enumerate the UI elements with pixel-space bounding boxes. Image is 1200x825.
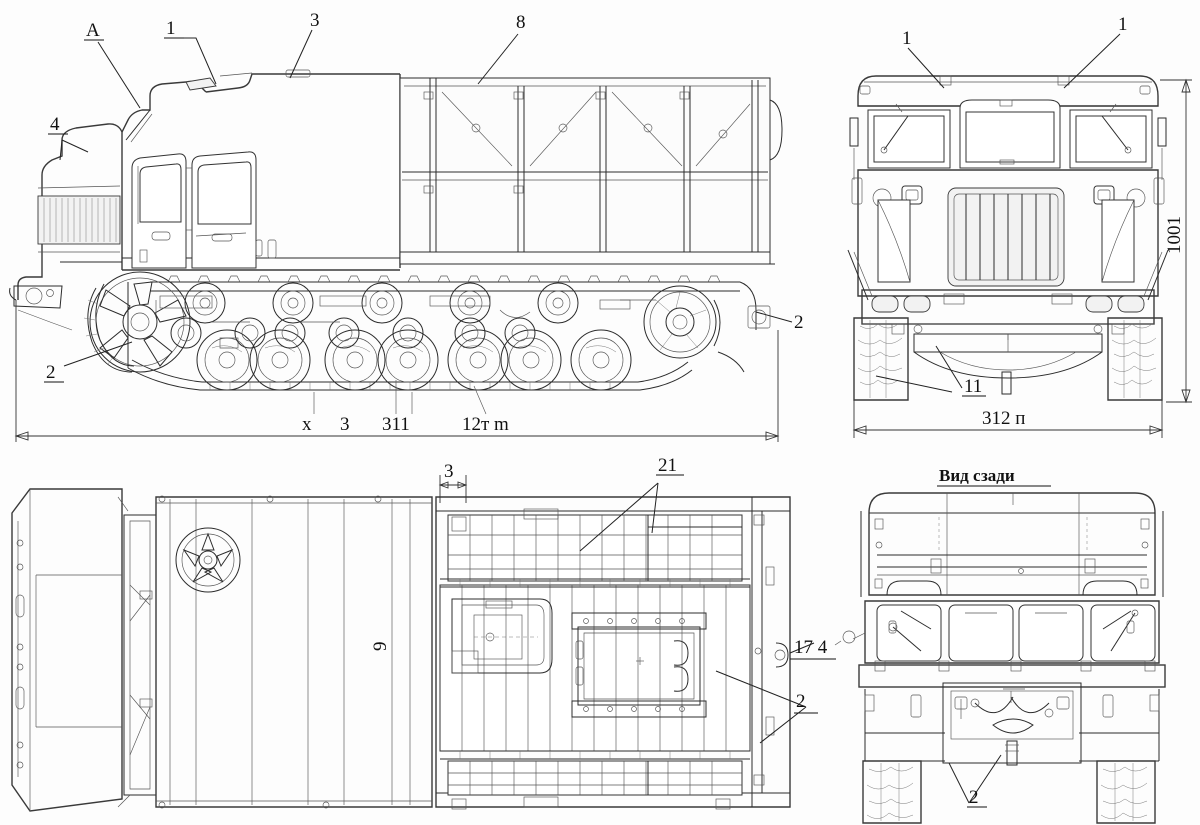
callout-label-3: 3 — [310, 10, 320, 31]
front-height-dim: 1001 — [1164, 216, 1185, 254]
front-bumper — [861, 289, 1155, 335]
view-plan: 3 21 9 17 4 2 — [0, 455, 836, 825]
callout-label-1: 1 — [166, 18, 176, 39]
plan-bench-lower — [447, 760, 743, 810]
front-face-panel — [849, 117, 1167, 297]
callout-label-2-left: 2 — [46, 362, 56, 383]
steering-wheel-icon — [175, 527, 241, 593]
rear-tires — [862, 760, 1156, 824]
front-tires — [847, 249, 1169, 401]
rear-bumper — [858, 660, 1166, 762]
rear-view-title: Вид сзади — [937, 466, 1051, 487]
rear-tailgate — [864, 600, 1160, 664]
plan-callout-17: 17 4 — [794, 637, 828, 658]
lower-label-3: 12т m — [462, 414, 509, 435]
front-underside — [913, 333, 1103, 395]
side-callouts: A 1 3 8 4 2 2 — [44, 10, 804, 415]
rear-upper-body — [860, 492, 1164, 597]
rear-side-hook — [834, 630, 866, 646]
side-lower-labels: х 3 311 12т m — [302, 414, 509, 435]
lower-label-0: х — [302, 414, 312, 435]
view-side-elevation: A 1 3 8 4 2 2 х 3 311 12т m — [0, 0, 810, 455]
plan-callout-3: 3 — [444, 461, 454, 482]
plan-cab-roof-sheet — [155, 495, 433, 809]
rear-callouts: 2 — [948, 754, 1002, 808]
callout-label-8: 8 — [516, 12, 526, 33]
lower-label-1: 3 — [340, 414, 350, 435]
side-track-assembly — [83, 271, 771, 391]
plan-callout-21: 21 — [658, 455, 677, 476]
side-roof-details — [185, 69, 311, 91]
rear-wheel-arches — [886, 580, 1138, 596]
callout-label-2-right: 2 — [794, 312, 804, 333]
side-overall-dimension — [14, 300, 780, 442]
side-road-wheels — [196, 329, 632, 391]
plan-callouts: 3 21 9 17 4 2 — [370, 455, 836, 744]
callout-label-A: A — [86, 20, 100, 41]
callout-label-4: 4 — [50, 114, 60, 135]
side-cargo-bed — [399, 77, 783, 265]
plan-bench-upper — [447, 508, 743, 582]
side-radiator-grille — [9, 185, 121, 331]
side-rear-idler — [643, 285, 721, 359]
front-callout-11: 11 — [964, 376, 982, 397]
side-return-rollers — [184, 282, 579, 324]
side-mid-rollers — [170, 317, 536, 349]
rear-underbody — [942, 682, 1082, 766]
plan-callout-2: 2 — [796, 691, 806, 712]
view-front-elevation: 1 1 11 1001 312 п — [840, 0, 1200, 455]
plan-cab — [11, 488, 157, 812]
front-windscreen — [867, 99, 1153, 169]
front-width-dim: 312 п — [982, 408, 1025, 429]
view-rear-elevation: Вид сзади — [834, 455, 1200, 825]
rear-title-text: Вид сзади — [939, 466, 1015, 485]
plan-cargo-bed — [435, 496, 791, 810]
front-callout-1-left: 1 — [902, 28, 912, 49]
lower-label-2: 311 — [382, 414, 410, 435]
front-callouts: 1 1 11 — [875, 14, 1128, 397]
front-callout-1-right: 1 — [1118, 14, 1128, 35]
front-cab-roof — [857, 75, 1159, 107]
side-drive-sprocket — [83, 271, 191, 373]
plan-callout-9: 9 — [370, 642, 391, 652]
front-dimensions: 1001 312 п — [852, 78, 1192, 438]
rear-callout-2: 2 — [969, 787, 979, 808]
side-cab-doors — [125, 109, 277, 269]
plan-bed-floor — [439, 584, 751, 752]
